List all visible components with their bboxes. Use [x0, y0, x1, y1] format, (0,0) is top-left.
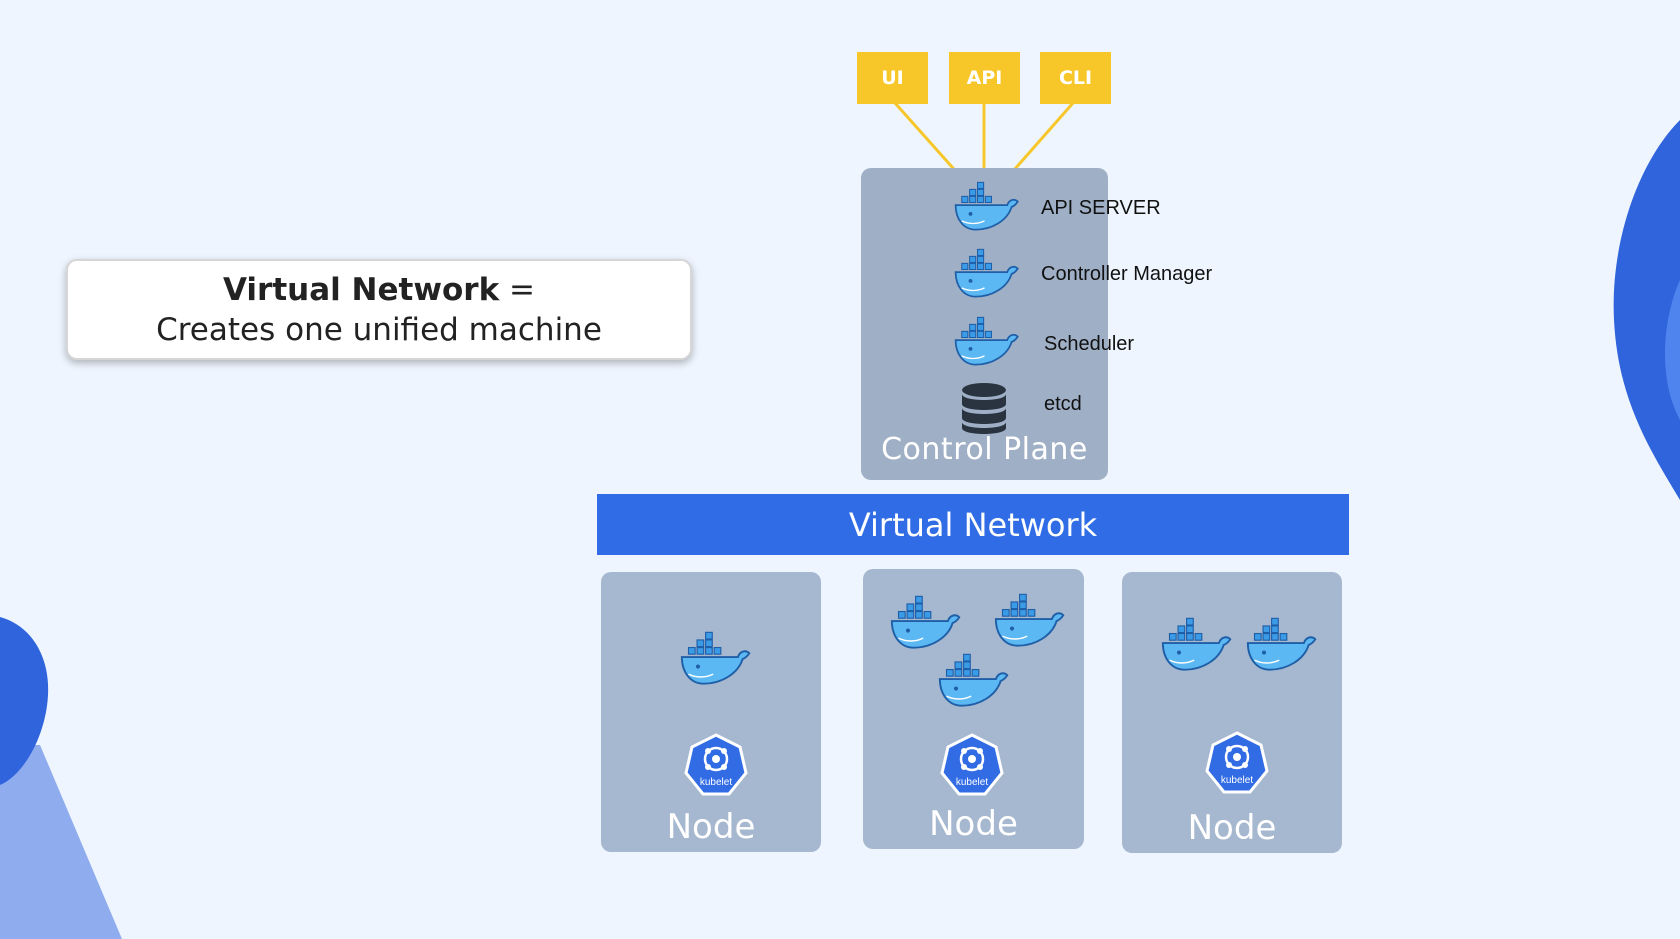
scheduler-label: Scheduler	[1044, 333, 1135, 355]
left-decorative-blob	[0, 617, 122, 939]
node-1-kubelet-label: kubelet	[699, 777, 733, 788]
cli-box: CLI	[1040, 52, 1111, 104]
node-1-container-docker-icon	[679, 630, 755, 686]
controller-manager-label: Controller Manager	[1041, 263, 1213, 285]
node-2-kubelet: kubelet	[940, 733, 1004, 797]
api-server-docker-icon	[953, 180, 1023, 232]
controller-manager-docker-icon	[953, 247, 1023, 299]
node-1-kubelet: kubelet	[684, 733, 748, 797]
summary-callout: Virtual Network = Creates one unified ma…	[66, 259, 692, 360]
node-3-container-docker-icon	[1160, 616, 1236, 672]
node-2-container-docker-icon	[889, 594, 965, 650]
node-2-container-docker-icon	[993, 592, 1069, 648]
node-3-kubelet: kubelet	[1205, 731, 1269, 795]
callout-title-rest: =	[499, 271, 536, 308]
node-1-label: Node	[666, 807, 756, 847]
api-box: API	[949, 52, 1020, 104]
callout-title-bold: Virtual Network	[222, 271, 500, 308]
node-3-container-docker-icon	[1245, 616, 1321, 672]
callout-subtitle: Creates one unified machine	[156, 311, 602, 348]
etcd-database-icon	[962, 383, 1006, 434]
node-3-kubelet-label: kubelet	[1220, 775, 1254, 786]
node-3-label: Node	[1187, 808, 1277, 848]
node-2-label: Node	[929, 804, 1018, 844]
api-server-label: API SERVER	[1041, 197, 1161, 219]
node-2-container-docker-icon	[937, 652, 1013, 708]
control-plane-label: Control Plane	[881, 432, 1088, 467]
callout-title: Virtual Network =	[223, 270, 535, 310]
node-2-kubelet-label: kubelet	[955, 777, 989, 788]
right-decorative-blob	[1613, 120, 1680, 500]
ui-box: UI	[857, 52, 928, 104]
node-1	[601, 572, 821, 852]
scheduler-docker-icon	[953, 315, 1023, 367]
etcd-label: etcd	[1044, 393, 1082, 415]
node-3	[1122, 572, 1342, 853]
virtual-network-bar: Virtual Network	[597, 494, 1349, 555]
